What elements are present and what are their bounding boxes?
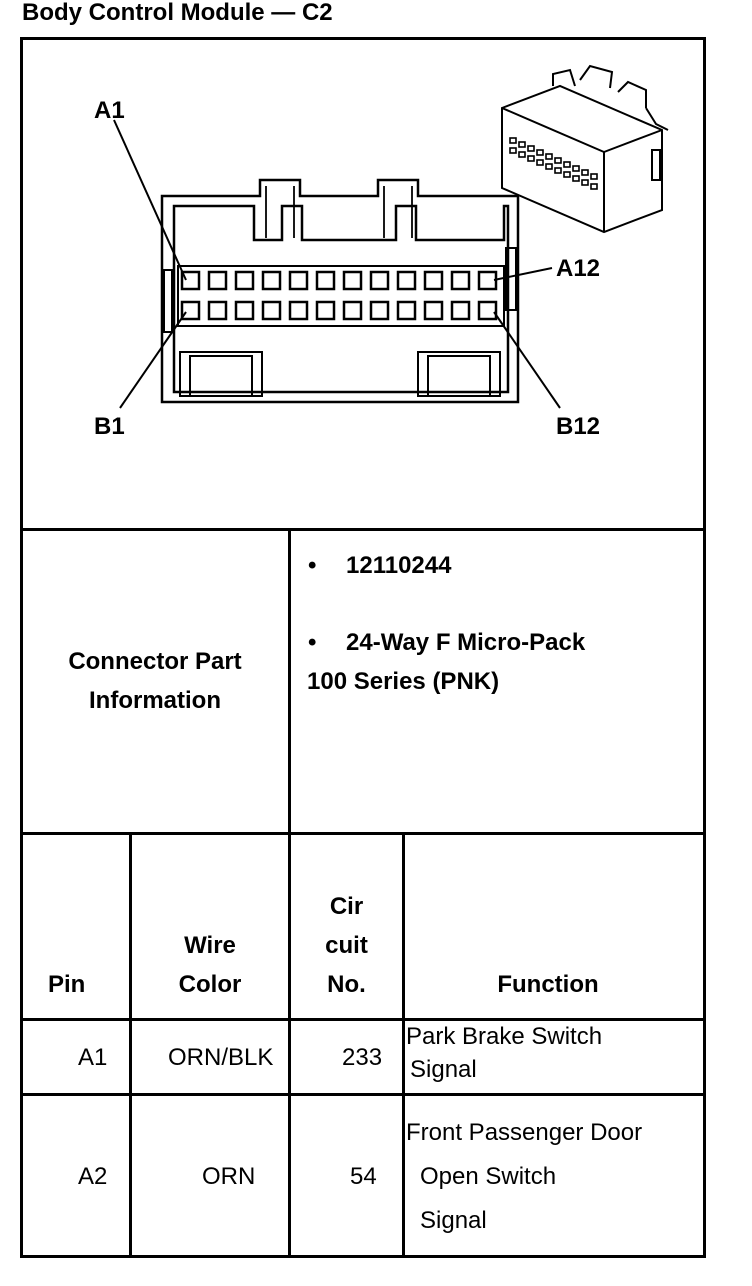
divider-header	[20, 1018, 706, 1021]
table-row-a1-function-line2: Signal	[410, 1056, 477, 1083]
leader-lines	[113, 119, 561, 409]
divider-info-column	[288, 528, 291, 835]
divider-row-a1	[20, 1093, 706, 1096]
pin-cavity	[369, 270, 390, 291]
pin-cavity	[234, 270, 255, 291]
table-row-a1-circuit: 233	[342, 1044, 383, 1071]
bullet-description: •	[308, 629, 317, 656]
pin-cavity	[180, 270, 201, 291]
pin-cavity	[396, 270, 417, 291]
bullet-part-number: •	[308, 552, 317, 579]
pin-label-b1: B1	[94, 413, 125, 440]
pin-cavity	[288, 270, 309, 291]
pin-cavity	[423, 270, 444, 291]
pin-cavity	[234, 300, 255, 321]
connector-isometric-image	[501, 64, 669, 234]
divider-col-pin	[129, 832, 132, 1258]
pin-cavity	[342, 300, 363, 321]
pin-label-b12: B12	[556, 413, 600, 440]
table-row-a2-function-line2: Open Switch	[420, 1163, 557, 1190]
table-row-a2-wire-color: ORN	[202, 1163, 256, 1190]
table-row-a2-pin: A2	[78, 1163, 108, 1190]
pin-cavity	[477, 300, 498, 321]
pin-cavity	[207, 300, 228, 321]
pin-cavity	[477, 270, 498, 291]
connector-description-line2: 100 Series (PNK)	[307, 668, 500, 695]
header-pin: Pin	[48, 971, 86, 998]
header-wire-color: Wire Color	[178, 932, 242, 998]
pin-cavity	[342, 270, 363, 291]
part-number: 12110244	[346, 552, 452, 579]
pin-cavity	[396, 300, 417, 321]
connector-face-view	[160, 178, 520, 404]
table-row-a2-circuit: 54	[350, 1163, 377, 1190]
header-circuit-no: Cir cuit No.	[325, 893, 368, 998]
divider-col-wire	[288, 832, 291, 1258]
connector-diagram: A1 A12 B1 B12	[94, 64, 669, 440]
page-title: Body Control Module — C2	[22, 0, 333, 26]
divider-col-circuit	[402, 832, 405, 1258]
table-row-a1-pin: A1	[78, 1044, 108, 1071]
pin-cavity	[369, 300, 390, 321]
divider-diagram	[20, 528, 706, 531]
pin-cavity	[450, 300, 471, 321]
pin-cavity	[315, 300, 336, 321]
connector-description-line1: 24-Way F Micro-Pack	[346, 629, 586, 656]
table-row-a2-function-line3: Signal	[420, 1207, 487, 1234]
pin-label-a12: A12	[556, 255, 600, 282]
pin-cavity	[423, 300, 444, 321]
pin-cavity	[315, 270, 336, 291]
pin-cavity	[207, 270, 228, 291]
pin-label-a1: A1	[94, 97, 125, 124]
pin-cavity	[261, 300, 282, 321]
pin-cavity	[180, 300, 201, 321]
table-row-a2-function-line1: Front Passenger Door	[406, 1119, 643, 1146]
pin-cavity	[261, 270, 282, 291]
table-row-a1-wire-color: ORN/BLK	[168, 1044, 274, 1071]
table-row-a1-function-line1: Park Brake Switch	[406, 1023, 603, 1050]
connector-table-frame	[20, 37, 706, 1258]
pin-cavity	[288, 300, 309, 321]
divider-connector-info	[20, 832, 706, 835]
connector-info-label: Connector Part Information	[68, 648, 242, 714]
pin-cavities	[180, 270, 498, 321]
pin-cavity	[450, 270, 471, 291]
header-function: Function	[497, 971, 599, 998]
